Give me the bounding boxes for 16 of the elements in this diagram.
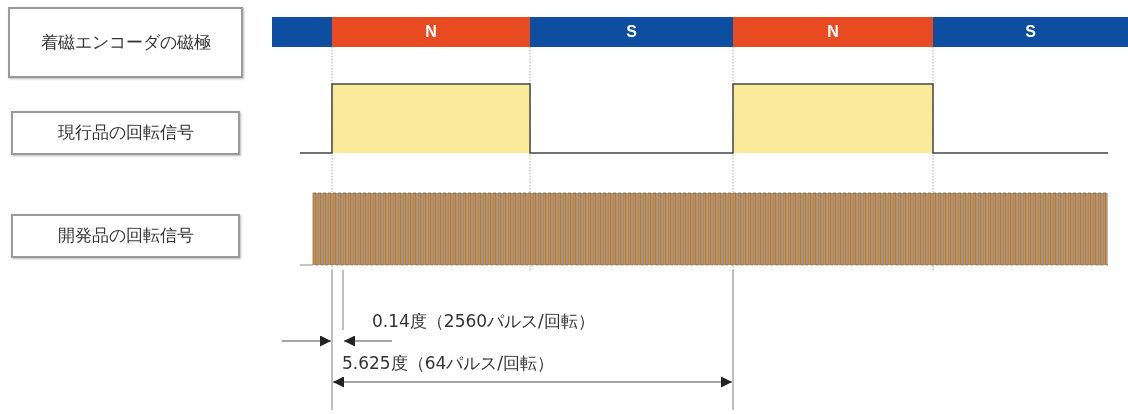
dimension-label: 5.625度（64パルス/回転） bbox=[342, 352, 555, 375]
pole-letter: S bbox=[1025, 23, 1036, 41]
row-label: 現行品の回転信号 bbox=[57, 122, 194, 144]
magnet-pole-segment bbox=[933, 17, 1128, 47]
label-box bbox=[11, 111, 240, 155]
magnet-pole-segment bbox=[733, 17, 933, 47]
dimension-label: 0.14度（2560パルス/回転） bbox=[372, 310, 595, 333]
magnet-pole-segment bbox=[332, 17, 530, 47]
row-label: 開発品の回転信号 bbox=[57, 225, 194, 247]
label-box bbox=[11, 214, 240, 258]
pole-letter: S bbox=[626, 23, 637, 41]
magnet-pole-segment bbox=[530, 17, 733, 47]
pole-letter: N bbox=[827, 23, 839, 41]
label-box bbox=[8, 7, 243, 78]
row-label: 着磁エンコーダの磁極 bbox=[40, 31, 211, 54]
pole-letter: N bbox=[425, 23, 437, 41]
